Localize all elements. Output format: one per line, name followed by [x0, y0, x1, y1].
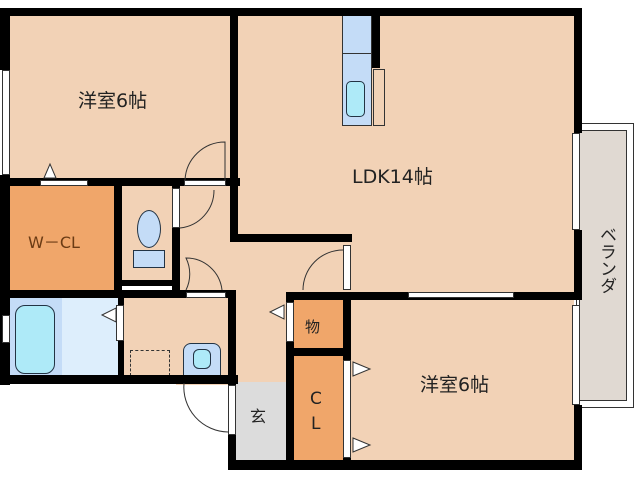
walk-in-closet — [10, 186, 114, 290]
toilet-icon — [137, 210, 161, 248]
wall — [230, 234, 352, 242]
window-veranda-south[interactable] — [572, 305, 580, 405]
veranda-label: ベランダ — [596, 226, 616, 294]
door-ldk-hall[interactable] — [343, 245, 351, 290]
storage-closet — [293, 300, 343, 350]
western-room-south-label: 洋室6帖 — [420, 374, 490, 396]
entrance — [236, 382, 290, 460]
door-wcl[interactable] — [40, 180, 88, 186]
door-north-room[interactable] — [184, 180, 226, 186]
wall — [230, 8, 582, 16]
wall — [286, 348, 348, 356]
veranda[interactable] — [579, 130, 627, 401]
western-room-north-label: 洋室6帖 — [78, 90, 148, 112]
wall — [372, 8, 380, 68]
wall — [0, 175, 10, 385]
window-veranda-ldk[interactable] — [572, 133, 580, 230]
window-west[interactable] — [2, 70, 10, 175]
closet-label-c: C — [310, 389, 322, 409]
door-entrance[interactable] — [228, 385, 236, 435]
closet-label-l: L — [311, 414, 321, 434]
walk-in-closet-label: W－CL — [28, 233, 80, 252]
wall — [286, 292, 294, 467]
wall — [228, 292, 236, 382]
wall — [228, 460, 582, 470]
sliding-door-ldk-south[interactable] — [408, 292, 514, 298]
kitchen-shelf — [373, 69, 385, 126]
storage-label: 物 — [305, 318, 321, 336]
door-toilet[interactable] — [172, 188, 180, 228]
western-room-south — [348, 298, 574, 460]
ldk-label: LDK14帖 — [352, 166, 433, 188]
arrow-icon — [352, 361, 372, 377]
door-closet[interactable] — [343, 360, 351, 458]
door-washroom[interactable] — [186, 292, 226, 298]
entrance-label: 玄 — [250, 407, 267, 426]
window-bath[interactable] — [2, 315, 10, 343]
wall — [574, 405, 582, 470]
arrow-icon — [43, 162, 57, 179]
wall — [574, 230, 582, 300]
arrow-icon — [352, 437, 372, 453]
washbasin-bowl-icon — [193, 349, 211, 369]
wall — [230, 8, 238, 240]
bathtub-icon — [15, 305, 55, 374]
wall — [0, 8, 240, 16]
door-storage[interactable] — [286, 302, 294, 342]
kitchen-counter-divider — [342, 53, 372, 54]
arrow-icon — [268, 304, 285, 320]
sink-icon — [346, 81, 365, 117]
door-bath[interactable] — [116, 305, 124, 341]
closet — [293, 356, 343, 460]
wall — [114, 280, 180, 286]
arrow-icon — [100, 307, 117, 323]
western-room-north — [8, 15, 232, 185]
wall — [114, 178, 122, 298]
toilet-tank-icon — [133, 250, 165, 268]
wall — [172, 178, 180, 298]
wall — [0, 8, 10, 70]
wall — [574, 8, 582, 133]
